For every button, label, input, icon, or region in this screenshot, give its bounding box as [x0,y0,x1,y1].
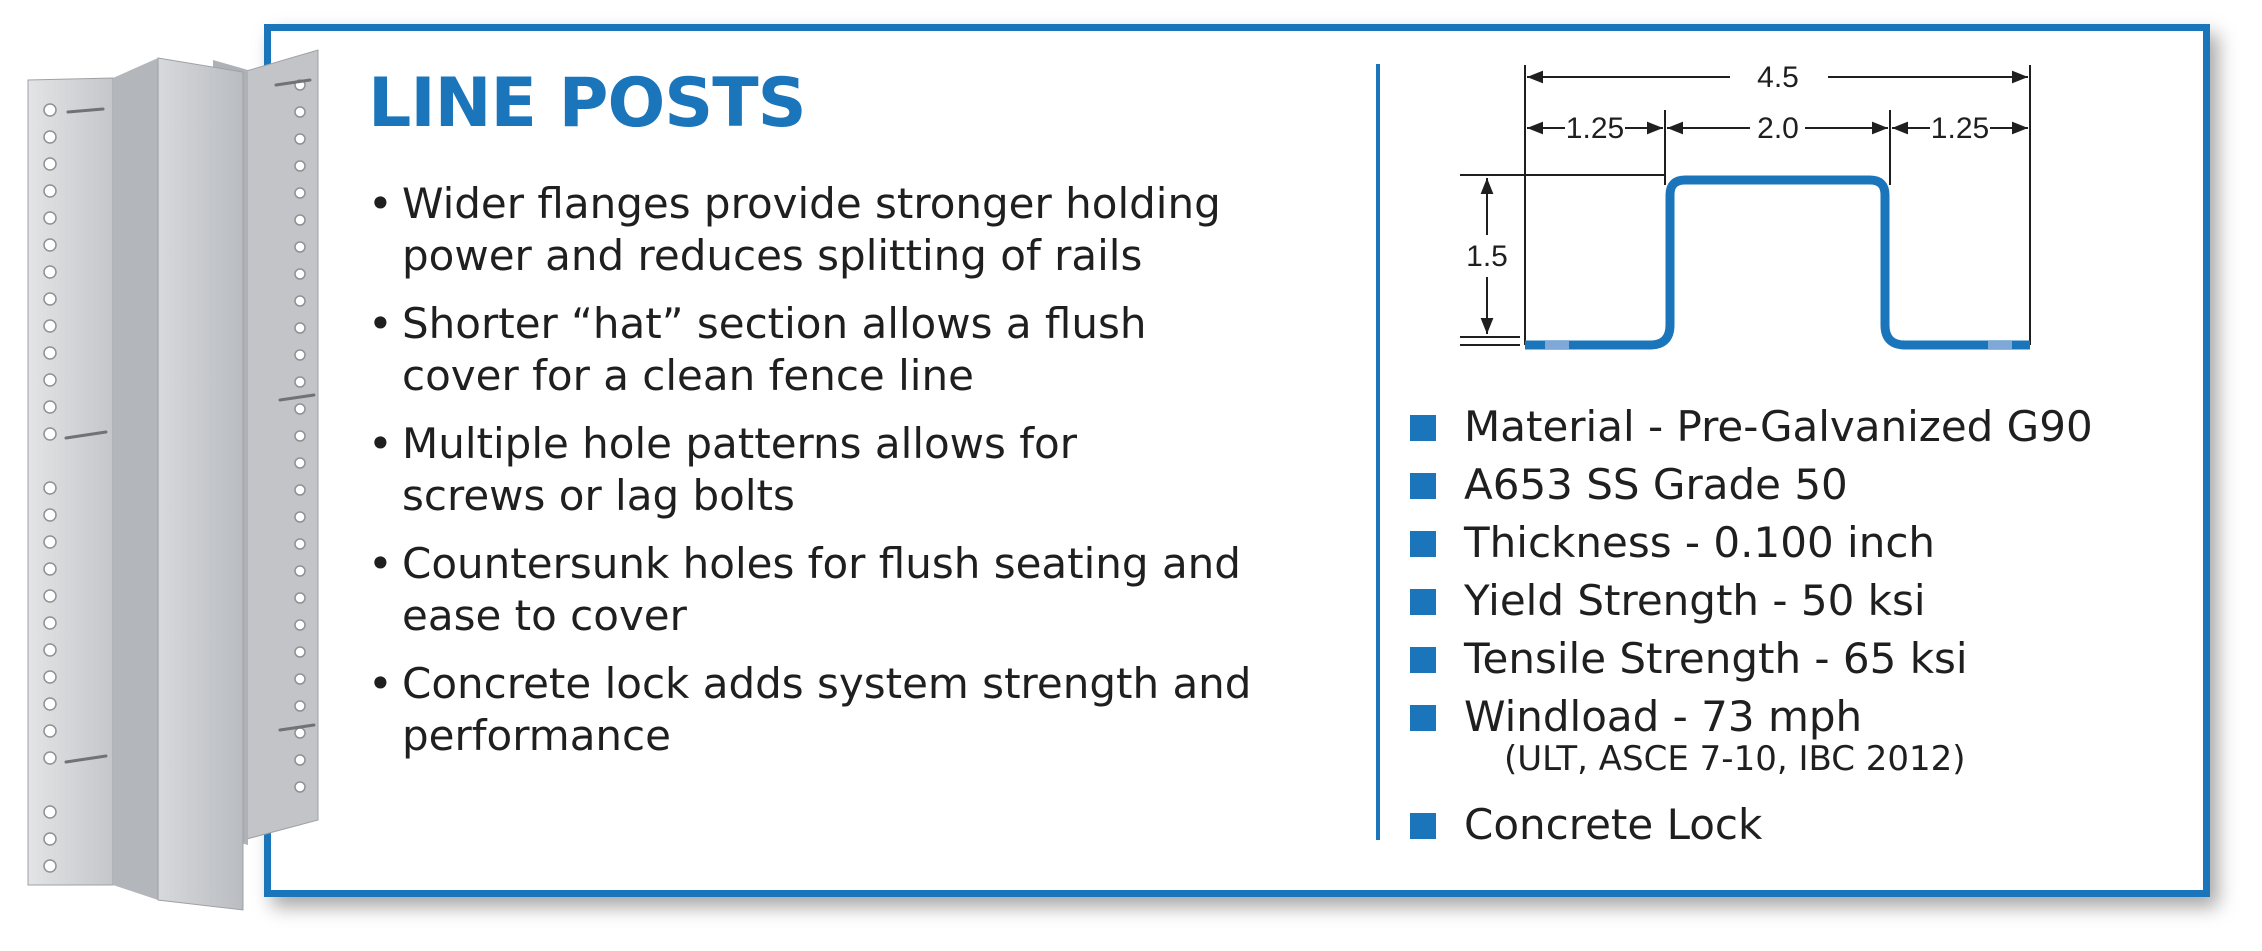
square-bullet-icon [1410,531,1436,557]
spec-item: Concrete Lock [1410,796,2093,854]
spec-item: Windload - 73 mph [1410,688,2093,746]
spec-text: Windload - 73 mph [1464,692,1863,741]
spec-item: Material - Pre-Galvanized G90 [1410,398,2093,456]
page-title: LINE POSTS [368,64,807,143]
feature-list: • Wider flanges provide stronger holding… [368,178,1348,778]
feature-text: power and reduces splitting of rails [402,231,1143,280]
cross-section-diagram: 4.5 1.25 2.0 1.25 1.5 [1460,61,2031,350]
bullet: • [368,419,393,468]
feature-text: Multiple hole patterns allows for [402,419,1078,468]
square-bullet-icon [1410,415,1436,441]
dim-overall-width: 4.5 [1757,61,1799,94]
feature-item: • Countersunk holes for flush seating an… [368,538,1348,642]
feature-item: • Multiple hole patterns allows for scre… [368,418,1348,522]
dim-right-flange: 1.25 [1931,112,1989,145]
dim-left-flange: 1.25 [1566,112,1624,145]
bullet: • [368,179,393,228]
square-bullet-icon [1410,473,1436,499]
bullet: • [368,299,393,348]
feature-text: Countersunk holes for flush seating and [402,539,1241,588]
feature-item: • Concrete lock adds system strength and… [368,658,1348,762]
dim-height: 1.5 [1466,240,1508,273]
info-card [264,24,2210,897]
feature-text: Wider flanges provide stronger holding [402,179,1221,228]
spec-text: Yield Strength - 50 ksi [1464,576,1926,625]
feature-text: ease to cover [402,591,687,640]
feature-text: performance [402,711,671,760]
dim-center-width: 2.0 [1757,112,1799,145]
spec-text: Concrete Lock [1464,800,1763,849]
spec-item: Thickness - 0.100 inch [1410,514,2093,572]
square-bullet-icon [1410,813,1436,839]
spec-text: A653 SS Grade 50 [1464,460,1848,509]
square-bullet-icon [1410,705,1436,731]
feature-text: cover for a clean fence line [402,351,974,400]
spec-text: Thickness - 0.100 inch [1464,518,1936,567]
square-bullet-icon [1410,589,1436,615]
spec-item: Tensile Strength - 65 ksi [1410,630,2093,688]
spec-item: Yield Strength - 50 ksi [1410,572,2093,630]
spec-list: Material - Pre-Galvanized G90 A653 SS Gr… [1410,398,2093,854]
line-post-illustration [27,49,319,911]
bullet: • [368,539,393,588]
spec-note: (ULT, ASCE 7-10, IBC 2012) [1504,739,1966,779]
spec-text: Tensile Strength - 65 ksi [1464,634,1968,683]
bullet: • [368,659,393,708]
feature-item: • Wider flanges provide stronger holding… [368,178,1348,282]
square-bullet-icon [1410,647,1436,673]
feature-text: Shorter “hat” section allows a flush [402,299,1147,348]
spec-text: Material - Pre-Galvanized G90 [1464,402,2093,451]
feature-item: • Shorter “hat” section allows a flush c… [368,298,1348,402]
feature-text: screws or lag bolts [402,471,795,520]
feature-text: Concrete lock adds system strength and [402,659,1252,708]
spec-item: A653 SS Grade 50 [1410,456,2093,514]
column-divider [1376,64,1380,840]
